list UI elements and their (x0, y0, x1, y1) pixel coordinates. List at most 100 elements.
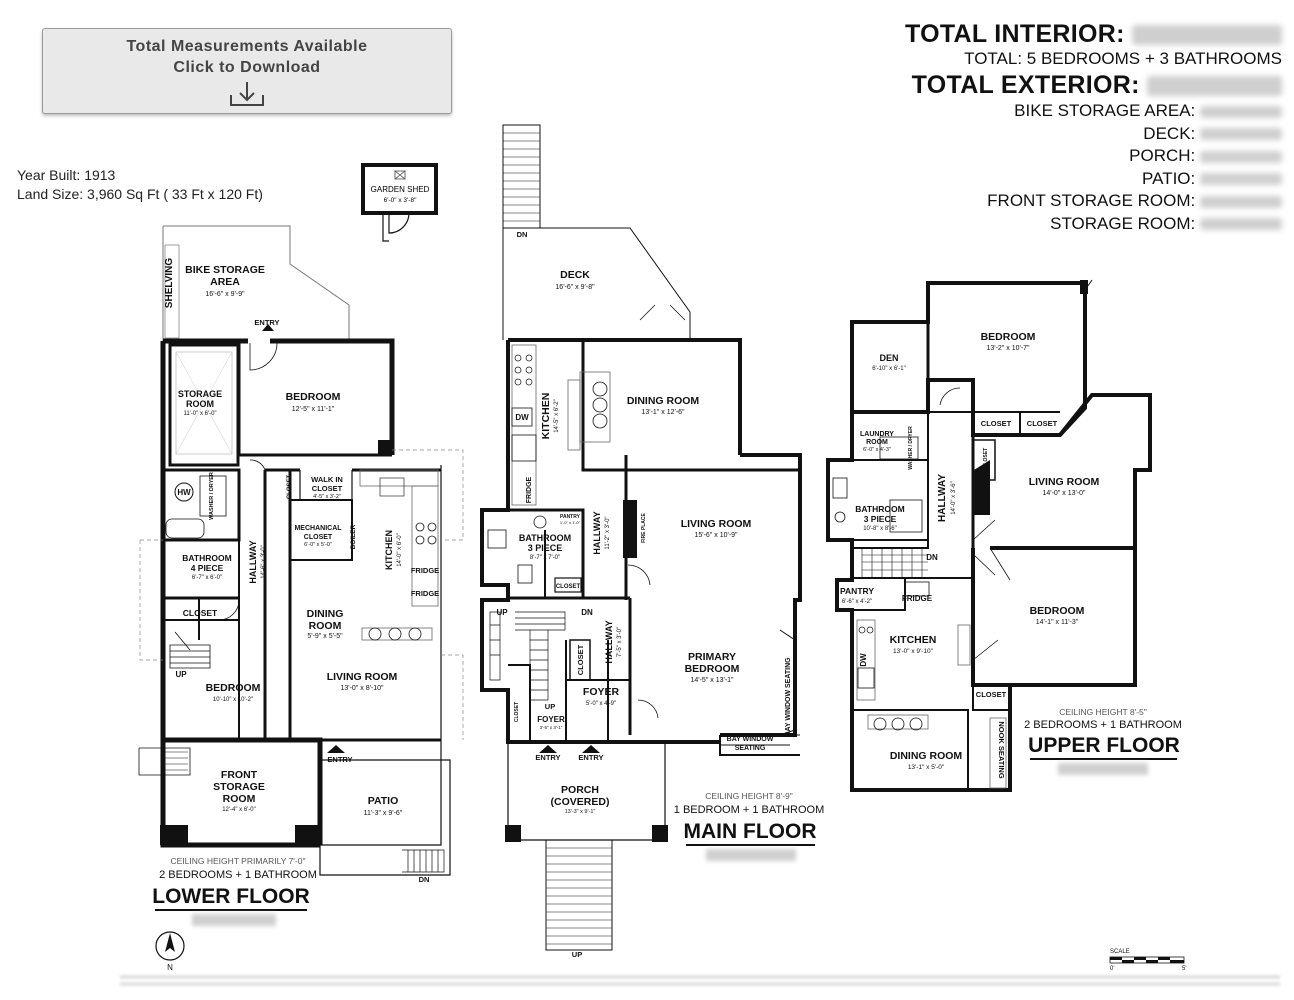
svg-text:6'-0" x 4'-3": 6'-0" x 4'-3" (863, 447, 891, 453)
exterior-item: BIKE STORAGE AREA: (905, 100, 1282, 123)
dining-room-label: DINING (307, 608, 344, 620)
svg-text:HALLWAY: HALLWAY (604, 620, 614, 663)
disclaimer-fineprint (120, 974, 1280, 986)
exterior-item: PORCH: (905, 145, 1282, 168)
svg-text:13'-1" x 12'-6": 13'-1" x 12'-6" (641, 409, 685, 416)
svg-text:UP: UP (175, 670, 187, 679)
svg-text:NOOK SEATING: NOOK SEATING (997, 721, 1006, 779)
upper-floor-heading: UPPER FLOOR (1028, 734, 1180, 757)
svg-text:STORAGE: STORAGE (213, 781, 265, 793)
foyer-label: FOYER (583, 686, 620, 698)
svg-text:FRIDGE: FRIDGE (526, 476, 533, 503)
svg-text:13'-2" x 10'-7": 13'-2" x 10'-7" (986, 345, 1030, 352)
bedroom-bottom-label: BEDROOM (206, 682, 261, 694)
svg-text:3 PIECE: 3 PIECE (864, 514, 897, 524)
svg-text:DW: DW (515, 413, 529, 422)
dining-room-label: DINING ROOM (890, 750, 963, 762)
svg-text:N: N (167, 963, 173, 972)
svg-text:5'-0" x 4'-9": 5'-0" x 4'-9" (586, 701, 616, 707)
svg-text:CLOSET: CLOSET (287, 475, 293, 500)
svg-text:ENTRY: ENTRY (327, 755, 352, 764)
svg-text:14'-0" x 13'-0": 14'-0" x 13'-0" (1042, 490, 1086, 497)
svg-text:13'-0" x 8'-10": 13'-0" x 8'-10" (340, 685, 384, 692)
svg-text:FOYER: FOYER (537, 715, 565, 724)
svg-text:FRIDGE: FRIDGE (411, 589, 439, 598)
lower-floor-heading: LOWER FLOOR (152, 885, 309, 908)
svg-text:DN: DN (581, 608, 593, 617)
hallway-label: HALLWAY (937, 474, 948, 522)
bike-storage-label2: AREA (210, 276, 240, 288)
shelving-label: SHELVING (164, 258, 175, 309)
svg-text:6'-6" x 4'-2": 6'-6" x 4'-2" (842, 599, 872, 605)
svg-text:1 BEDROOM + 1 BATHROOM: 1 BEDROOM + 1 BATHROOM (674, 804, 824, 816)
bedroom-bottom-label: BEDROOM (1030, 605, 1085, 617)
front-storage-label: FRONT (221, 769, 258, 781)
svg-text:WASHER / DRYER: WASHER / DRYER (908, 426, 914, 470)
svg-text:10'-10" x 10'-2": 10'-10" x 10'-2" (213, 697, 253, 703)
living-room-label: LIVING ROOM (327, 671, 398, 683)
living-room-label: LIVING ROOM (1029, 476, 1100, 488)
upper-floor-title: CEILING HEIGHT 8'-5" 2 BEDROOMS + 1 BATH… (1024, 707, 1182, 775)
svg-text:PANTRY: PANTRY (560, 514, 581, 520)
download-arrow-icon (230, 82, 264, 106)
bathroom-label: BATHROOM (855, 504, 904, 514)
total-interior-label: TOTAL INTERIOR: (904, 20, 1125, 48)
svg-text:BEDROOM: BEDROOM (685, 663, 740, 675)
svg-text:CLOSET: CLOSET (576, 644, 585, 675)
svg-text:SEATING: SEATING (735, 745, 766, 752)
main-floor-title: CEILING HEIGHT 8'-9" 1 BEDROOM + 1 BATHR… (674, 791, 824, 861)
closet-label: CLOSET (183, 608, 218, 618)
lower-floor-title: CEILING HEIGHT PRIMARILY 7'-0" 2 BEDROOM… (152, 856, 317, 926)
exterior-item: PATIO: (905, 168, 1282, 191)
main-floor-heading: MAIN FLOOR (684, 820, 817, 843)
svg-text:ENTRY: ENTRY (535, 753, 560, 762)
svg-text:ROOM: ROOM (866, 439, 888, 446)
svg-text:12'-5" x 11'-1": 12'-5" x 11'-1" (292, 406, 335, 413)
svg-text:CLOSET: CLOSET (976, 690, 1007, 699)
svg-text:11'-0" x 6'-0": 11'-0" x 6'-0" (183, 411, 216, 417)
svg-text:CLOSET: CLOSET (981, 419, 1012, 428)
svg-text:8'-7" x 7'-0": 8'-7" x 7'-0" (530, 555, 560, 561)
svg-text:13'-0" x 9'-10": 13'-0" x 9'-10" (893, 648, 934, 655)
svg-text:DN: DN (419, 875, 430, 884)
totals-panel: TOTAL INTERIOR: TOTAL: 5 BEDROOMS + 3 BA… (905, 20, 1282, 235)
download-line1: Total Measurements Available (126, 38, 368, 55)
svg-text:BAY WINDOW: BAY WINDOW (727, 736, 774, 743)
download-measurements-button[interactable]: Total Measurements Available Click to Do… (42, 28, 452, 114)
svg-text:(COVERED): (COVERED) (551, 796, 610, 808)
svg-text:UP: UP (545, 702, 555, 711)
year-built: Year Built: 1913 (17, 167, 116, 183)
kitchen-label: KITCHEN (384, 530, 394, 570)
svg-text:14'-5" x 13'-1": 14'-5" x 13'-1" (690, 677, 734, 684)
svg-text:CLOSET: CLOSET (514, 702, 520, 722)
redacted-value (1132, 25, 1282, 46)
svg-text:1'-0" x 1'-0": 1'-0" x 1'-0" (560, 520, 581, 525)
svg-text:6'-7" x 6'-0": 6'-7" x 6'-0" (192, 575, 222, 581)
svg-text:ROOM: ROOM (223, 793, 256, 805)
bedroom-top-label: BEDROOM (981, 331, 1036, 343)
svg-text:11'-2" x 3'-0": 11'-2" x 3'-0" (605, 516, 611, 549)
bike-storage-label: BIKE STORAGE (185, 264, 265, 276)
scale-bar: SCALE 0' 5' (1109, 949, 1186, 972)
exterior-item: FRONT STORAGE ROOM: (905, 190, 1282, 213)
svg-text:16'-6" x 9'-8": 16'-6" x 9'-8" (555, 284, 595, 291)
bathroom-label: BATHROOM (519, 533, 571, 543)
svg-text:SCALE: SCALE (1110, 949, 1130, 955)
svg-text:14'-0" x 3'-6": 14'-0" x 3'-6" (951, 481, 957, 515)
garden-shed: GARDEN SHED 6'-0" x 3'-8" (361, 163, 438, 242)
svg-text:2 BEDROOMS + 1 BATHROOM: 2 BEDROOMS + 1 BATHROOM (159, 869, 317, 881)
porch-label: PORCH (561, 784, 599, 796)
svg-text:12'-4" x 6'-0": 12'-4" x 6'-0" (222, 807, 256, 813)
bike-storage-dims: 16'-6" x 9'-9" (205, 291, 245, 298)
svg-text:14'-5" x 6'-2": 14'-5" x 6'-2" (554, 399, 560, 433)
svg-text:BAY WINDOW SEATING: BAY WINDOW SEATING (785, 657, 792, 737)
svg-text:DN: DN (517, 230, 528, 239)
svg-text:4'-5" x 3'-2": 4'-5" x 3'-2" (313, 494, 341, 500)
svg-text:UP: UP (572, 950, 582, 959)
svg-text:ROOM: ROOM (309, 620, 342, 632)
svg-text:5': 5' (1182, 966, 1186, 972)
svg-text:CEILING HEIGHT 8'-9": CEILING HEIGHT 8'-9" (705, 791, 793, 801)
entry-label: ENTRY (254, 318, 279, 327)
svg-text:14'-0" x 6'-0": 14'-0" x 6'-0" (397, 533, 403, 567)
